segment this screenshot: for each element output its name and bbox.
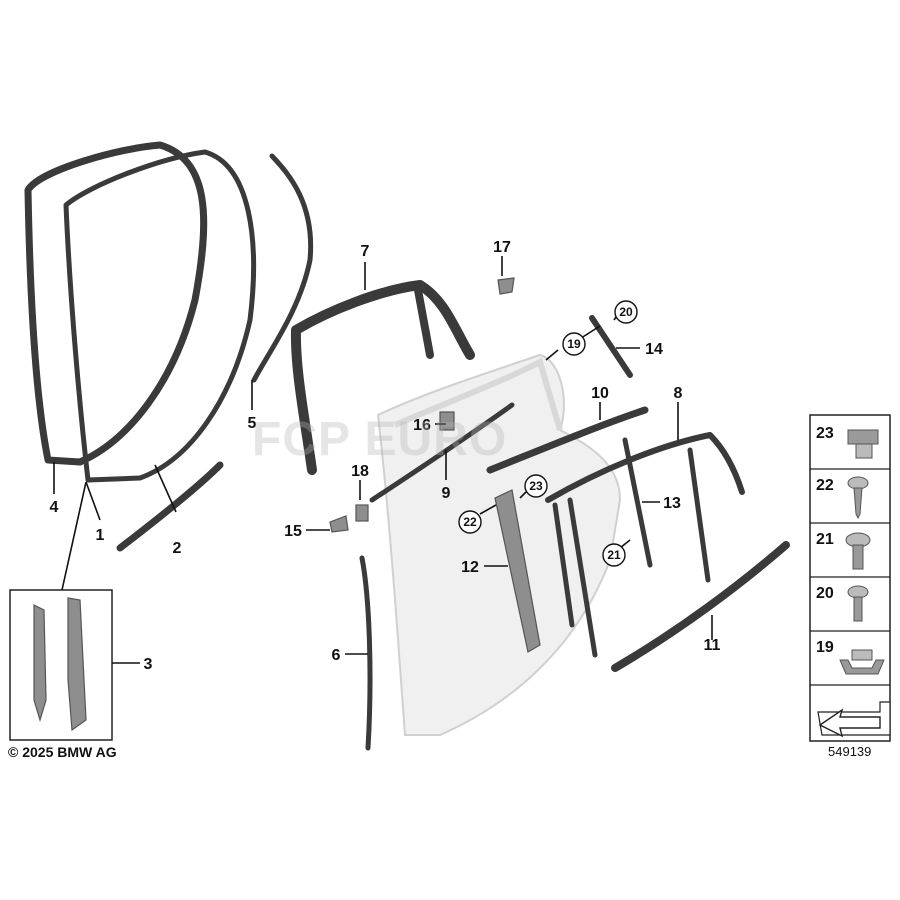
callout-8: 8 bbox=[674, 385, 683, 402]
lower-window-seal bbox=[611, 541, 790, 672]
watermark: FCP EURO bbox=[252, 413, 508, 466]
callout-3: 3 bbox=[144, 656, 153, 673]
guide-rail-inner bbox=[622, 437, 653, 568]
direction-arrow-icon bbox=[817, 701, 891, 738]
inset-box bbox=[9, 589, 113, 741]
guide-rail-left bbox=[552, 502, 575, 628]
window-guide-frame bbox=[545, 432, 745, 503]
leader-lines bbox=[53, 256, 713, 664]
circled-callouts: 19 20 21 22 23 bbox=[458, 300, 638, 567]
callout-6: 6 bbox=[332, 647, 341, 664]
small-clip-18 bbox=[355, 504, 369, 522]
callouts: 1 2 3 4 5 6 7 8 9 10 11 12 13 14 15 16 1… bbox=[50, 239, 721, 673]
outer-window-strip bbox=[486, 406, 649, 474]
callout-12: 12 bbox=[461, 559, 479, 576]
trim-piece-left bbox=[33, 604, 47, 723]
legend-number-22: 22 bbox=[816, 477, 834, 494]
circled-callout-19: 19 bbox=[567, 337, 581, 351]
circled-callout-22: 22 bbox=[463, 515, 477, 529]
door-window-frame bbox=[393, 357, 563, 431]
guide-rail-right bbox=[687, 447, 711, 583]
flange-screw-icon bbox=[845, 532, 871, 570]
callout-15: 15 bbox=[284, 523, 302, 540]
callout-7: 7 bbox=[361, 243, 370, 260]
b-pillar-seal bbox=[359, 555, 373, 751]
guide-rail-mid bbox=[567, 497, 598, 658]
door-seal-inner bbox=[63, 149, 256, 483]
window-frame-post bbox=[414, 286, 434, 359]
trim-piece-right bbox=[67, 597, 87, 732]
copyright-text: © 2025 BMW AG bbox=[8, 744, 117, 760]
washer-screw-icon bbox=[847, 585, 869, 622]
callout-18: 18 bbox=[351, 463, 369, 480]
self-tapping-screw-icon bbox=[847, 476, 869, 520]
callout-9: 9 bbox=[442, 485, 451, 502]
legend-number-20: 20 bbox=[816, 585, 834, 602]
small-clip-15 bbox=[329, 515, 349, 533]
small-clip-17 bbox=[497, 277, 515, 295]
circled-callout-21: 21 bbox=[607, 548, 621, 562]
callout-1: 1 bbox=[96, 527, 105, 544]
callout-10: 10 bbox=[591, 385, 609, 402]
small-clip-16 bbox=[439, 411, 455, 431]
callout-16: 16 bbox=[413, 417, 431, 434]
b-pillar-cover bbox=[494, 489, 541, 653]
window-frame-trim bbox=[290, 280, 475, 475]
lower-seal-strip bbox=[116, 461, 224, 552]
legend-number-23: 23 bbox=[816, 425, 834, 442]
callout-2: 2 bbox=[173, 540, 182, 557]
window-shaft-seal bbox=[369, 402, 515, 503]
callout-14: 14 bbox=[645, 341, 663, 358]
fastener-legend: 23 22 21 20 19 bbox=[809, 414, 891, 742]
callout-4: 4 bbox=[50, 499, 59, 516]
callout-11: 11 bbox=[704, 637, 721, 654]
diagram-number: 549139 bbox=[828, 744, 872, 759]
legend-number-21: 21 bbox=[816, 531, 834, 548]
circled-callout-23: 23 bbox=[529, 479, 543, 493]
door-panel bbox=[376, 353, 622, 736]
callout-5: 5 bbox=[248, 415, 257, 432]
window-channel-seal bbox=[251, 153, 314, 383]
door-seal-outer bbox=[24, 141, 208, 466]
legend-number-19: 19 bbox=[816, 639, 834, 656]
callout-17: 17 bbox=[493, 239, 511, 256]
clip-nut-icon bbox=[847, 429, 879, 459]
circled-callout-20: 20 bbox=[619, 305, 633, 319]
callout-13: 13 bbox=[663, 495, 681, 512]
spring-clip-icon bbox=[839, 649, 885, 675]
